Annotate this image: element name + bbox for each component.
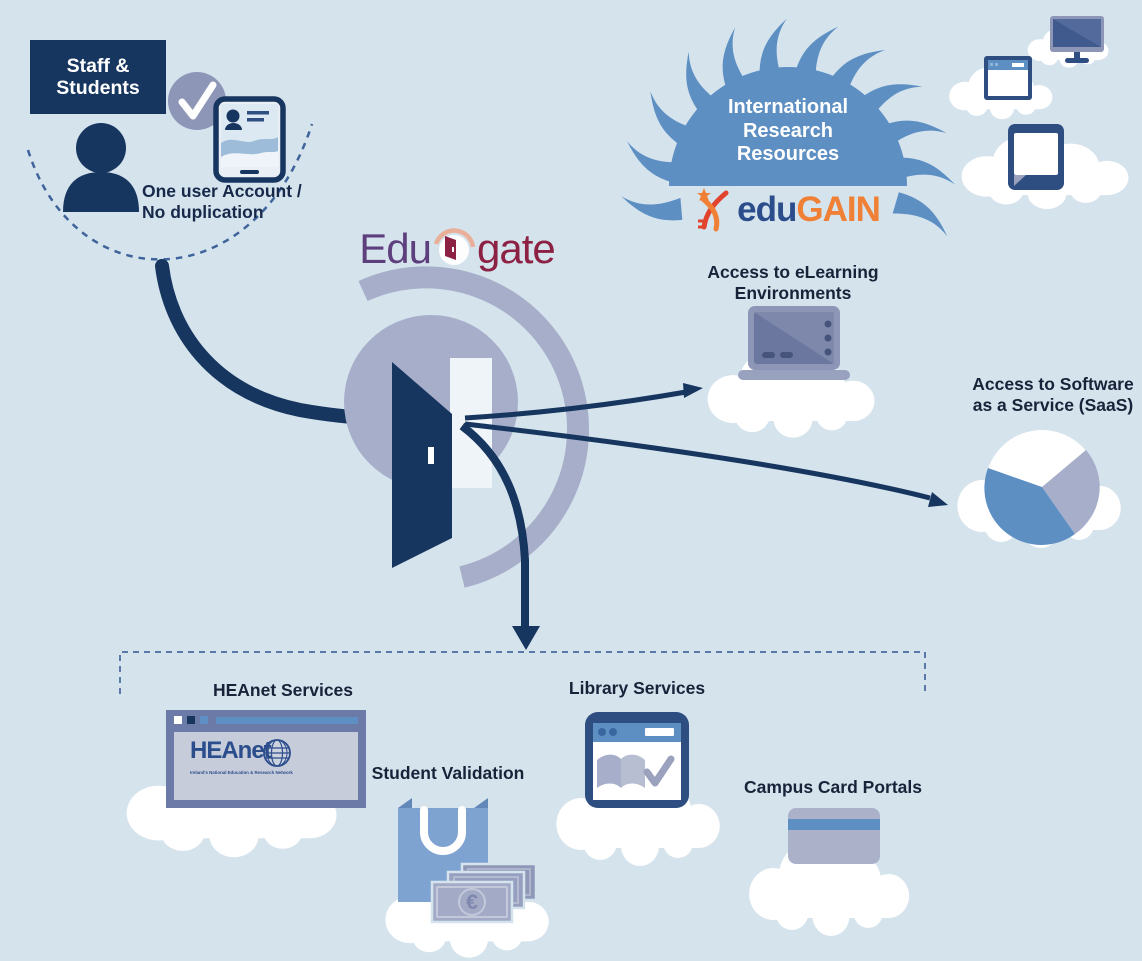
sun-icon [621, 18, 956, 237]
globe-icon [263, 739, 291, 767]
monitor-icon [1050, 16, 1104, 63]
staff-students-box: Staff & Students [30, 40, 166, 114]
elearning-caption: Access to eLearning Environments [707, 262, 879, 303]
saas-caption: Access to Software as a Service (SaaS) [972, 374, 1134, 415]
edugate-logo-suffix: gate [476, 225, 556, 272]
user-silhouette-icon [63, 123, 139, 212]
edugate-emblem [344, 266, 590, 588]
edugain-logo-prefix: edu [737, 190, 797, 229]
key-star-icon [697, 188, 729, 232]
campus-card-icon [788, 808, 880, 864]
heanet-caption: HEAnet Services [212, 680, 354, 700]
euro-banknotes-icon: € [430, 862, 538, 924]
tablet-icon [1008, 124, 1064, 190]
id-phone-icon [213, 96, 286, 183]
edugate-door-icon [433, 228, 476, 265]
door-gate-icon [392, 362, 452, 568]
open-book-icon [597, 754, 645, 788]
svg-text:€: € [466, 891, 478, 914]
campus-card-caption: Campus Card Portals [744, 777, 922, 797]
laptop-icon [738, 306, 850, 380]
edugate-logo: Edu gate [352, 222, 562, 276]
heanet-window-logo: HEAnet [190, 737, 272, 764]
edugain-logo-suffix: GAIN [796, 190, 880, 229]
arrow-to-saas [464, 421, 948, 507]
arrow-to-services [459, 422, 540, 650]
student-validation-caption: Student Validation [371, 763, 525, 783]
pie-chart-icon [984, 430, 1100, 545]
crescent-arc [358, 266, 590, 588]
library-checkmark-icon [643, 755, 675, 787]
heanet-window-tagline: Ireland's National Education & Research … [190, 770, 293, 775]
staff-students-label: Staff & Students [56, 55, 140, 99]
browser-window-icon [984, 56, 1032, 100]
sun-label: International Research Resources [727, 96, 848, 165]
checkmark-badge-icon [168, 72, 226, 130]
services-dashed-box [119, 651, 926, 694]
user-dashed-arc [26, 123, 314, 261]
account-caption: One user Account / No duplication [142, 181, 302, 222]
library-browser-window [585, 712, 689, 808]
library-caption: Library Services [568, 678, 706, 698]
edugate-logo-prefix: Edu [359, 225, 432, 272]
arrow-to-elearning [464, 383, 703, 421]
